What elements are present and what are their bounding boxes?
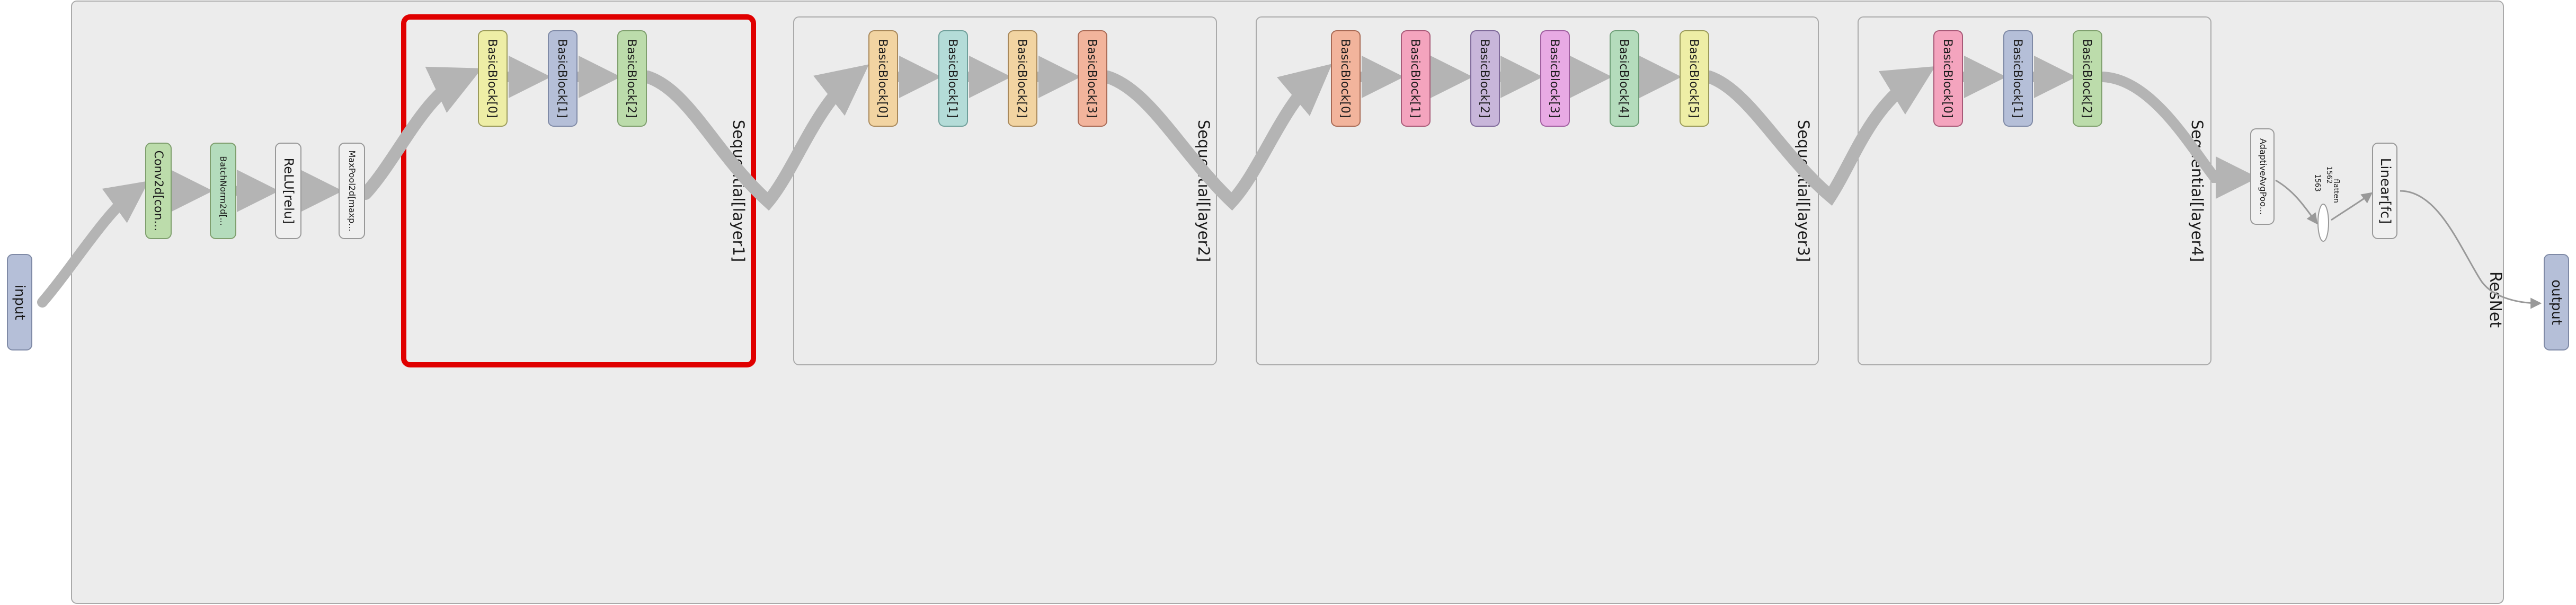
layer1-block-1-label: BasicBlock[1] [555,39,569,118]
relu-node: ReLU[relu] [275,143,301,239]
edge-input-conv [37,181,149,308]
layer2-block-2-label: BasicBlock[2] [1015,39,1028,118]
layer3-block-4: BasicBlock[4] [1610,30,1639,127]
output-node-label: output [2548,279,2564,325]
flatten-dim-top: 1562 [2325,166,2333,183]
layer3-block-3: BasicBlock[3] [1540,30,1570,127]
layer1-block-2: BasicBlock[2] [617,30,647,127]
avgpool-node-label: AdaptiveAvgPoo... [2258,138,2268,215]
linear-node-label: Linear[fc] [2377,158,2393,224]
input-node: input [7,254,32,350]
layer4-block-0: BasicBlock[0] [1933,30,1963,127]
layer2-block-0-label: BasicBlock[0] [876,39,889,118]
thin-edges [2275,179,2542,309]
layer4-block-1-label: BasicBlock[1] [2011,39,2024,118]
layer3-label: Sequential[layer3] [1795,120,1813,262]
edge-layer1-layer2 [641,64,869,211]
edges [37,56,2258,308]
layer3-block-0: BasicBlock[0] [1331,30,1361,127]
layer3-block-1-label: BasicBlock[1] [1408,39,1422,118]
flatten-node-label: flatten [2332,179,2340,203]
edge-layer2-layer3 [1101,64,1333,211]
bn-node: BatchNorm2d[... [210,143,236,239]
layer4-block-1: BasicBlock[1] [2003,30,2033,127]
layer2-block-3-label: BasicBlock[3] [1085,39,1098,118]
layer4-cluster [1858,16,2211,365]
flatten-node: flatten 1562 1563 [2313,166,2340,242]
edge-flatten-linear [2331,192,2373,221]
conv-node-label: Conv2d[con... [152,151,165,232]
avgpool-node: AdaptiveAvgPoo... [2250,128,2275,225]
layer3-block-1: BasicBlock[1] [1401,30,1431,127]
layer1-block-0: BasicBlock[0] [478,30,508,127]
layer2-cluster [793,16,1217,365]
layer1-block-1: BasicBlock[1] [548,30,578,127]
layer3-block-5: BasicBlock[5] [1680,30,1709,127]
layer2-block-1: BasicBlock[1] [938,30,968,127]
edge-pool-layer1 [359,66,482,200]
layer1-block-2-label: BasicBlock[2] [625,39,638,118]
layer4-block-2: BasicBlock[2] [2073,30,2102,127]
layer2-block-1-label: BasicBlock[1] [946,39,959,118]
layer2-block-2: BasicBlock[2] [1008,30,1037,127]
output-node: output [2544,254,2569,350]
edge-layer4-avgpool [2098,72,2258,199]
relu-node-label: ReLU[relu] [281,158,296,224]
layer3-block-3-label: BasicBlock[3] [1548,39,1561,118]
layer3-block-2: BasicBlock[2] [1470,30,1500,127]
pool-node: MaxPool2d[maxp... [339,143,365,239]
input-node-label: input [12,285,28,320]
layer2-block-0: BasicBlock[0] [868,30,898,127]
layer3-block-4-label: BasicBlock[4] [1617,39,1630,118]
edge-linear-output [2400,190,2542,309]
layer1-label: Sequential[layer1] [730,120,748,262]
edge-layer3-layer4 [1703,66,1935,206]
layer4-block-0-label: BasicBlock[0] [1941,39,1954,118]
layer2-label: Sequential[layer2] [1195,120,1213,262]
layer1-block-0-label: BasicBlock[0] [485,39,499,118]
flatten-dim-bottom: 1563 [2313,174,2321,191]
layer3-block-2-label: BasicBlock[2] [1478,39,1491,118]
pool-node-label: MaxPool2d[maxp... [347,150,357,231]
bn-node-label: BatchNorm2d[... [218,156,228,225]
layer1-cluster [401,14,756,367]
conv-node: Conv2d[con... [145,143,172,239]
edge-avgpool-flatten [2275,179,2318,225]
layer3-block-5-label: BasicBlock[5] [1687,39,1700,118]
linear-node: Linear[fc] [2372,143,2397,239]
layer4-block-2-label: BasicBlock[2] [2080,39,2093,118]
layer3-block-0-label: BasicBlock[0] [1338,39,1352,118]
resnet-cluster-label: ResNet [2486,271,2504,328]
layer2-block-3: BasicBlock[3] [1078,30,1107,127]
